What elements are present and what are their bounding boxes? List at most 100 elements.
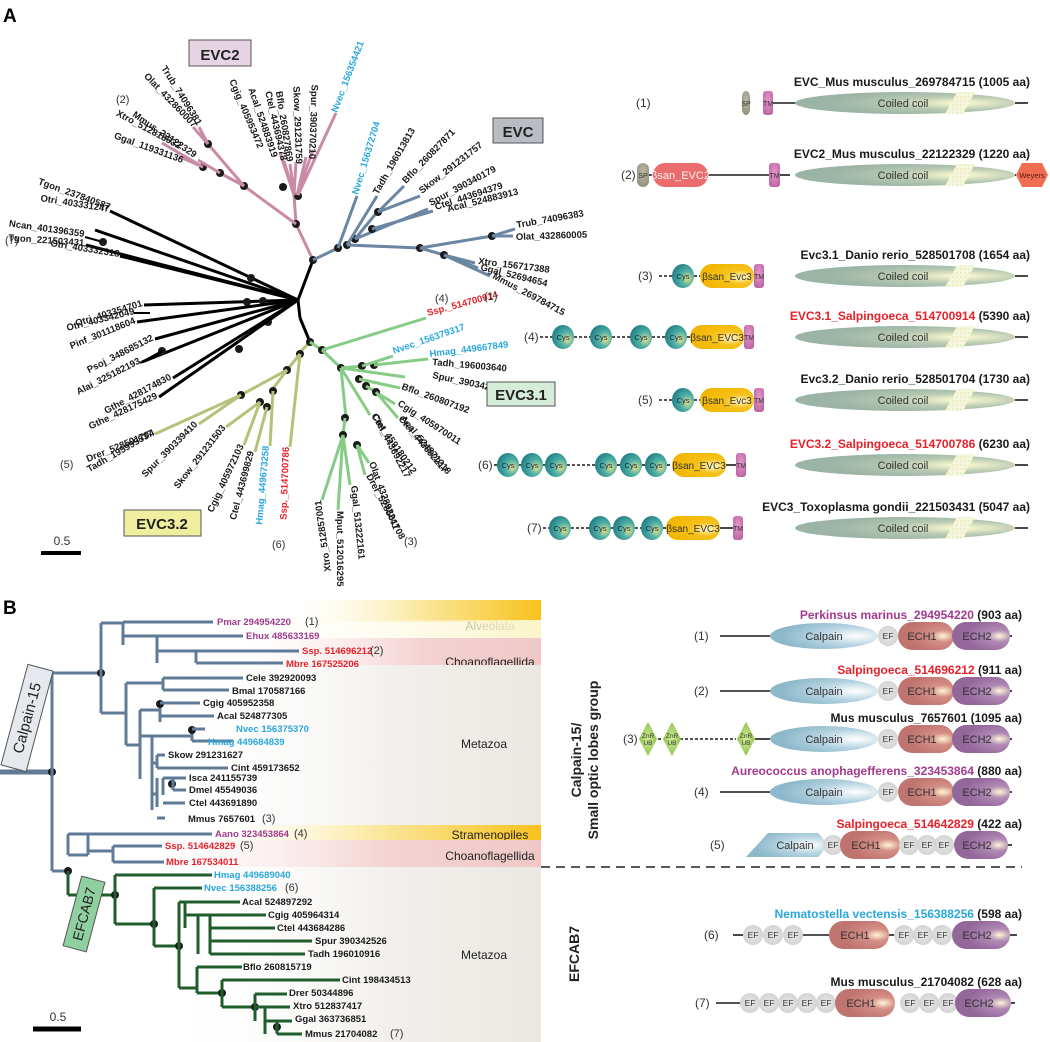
- coiled-coil-gap: [945, 517, 975, 539]
- branch: [253, 406, 269, 453]
- domain-label: TM: [754, 398, 764, 405]
- taxon-label: Ctel 443684286: [277, 923, 345, 934]
- reference-number: (4): [694, 785, 709, 799]
- ef-hand-domain: [899, 835, 919, 855]
- ef-hand-domain: [934, 835, 954, 855]
- branch: [355, 444, 367, 476]
- protein-title: EVC_Mus musculus_269784715 (1005 aa): [794, 75, 1030, 89]
- domain-label: Cys: [650, 461, 663, 470]
- cys-domain: [595, 453, 617, 477]
- beta-sandwich-evc3-domain: [672, 453, 726, 477]
- cys-domain: [665, 325, 687, 349]
- clade-box-evc: EVC: [492, 117, 544, 144]
- taxon-label: Ssp. 514642829: [165, 841, 235, 852]
- branch: [312, 246, 339, 262]
- clade-label-evc2: EVC2: [200, 47, 239, 64]
- domain-architecture-row: EVC3.1_Salpingoeca_514700914 (5390 aa)(4…: [524, 309, 1030, 349]
- coiled-coil-gap: [945, 92, 975, 114]
- branch: [139, 350, 163, 364]
- ech1-domain: [898, 677, 954, 705]
- protein-title: Evc3.1_Danio rerio_528501708 (1654 aa): [801, 248, 1031, 262]
- ech2-domain: [955, 989, 1011, 1017]
- branch: [358, 377, 401, 390]
- taxon-label: Ehux 485633169: [246, 631, 319, 642]
- domain-architecture-row: Perkinsus marinus_294954220 (903 aa)(1)C…: [694, 608, 1022, 650]
- ef-hand-domain: [878, 782, 898, 802]
- taxon-band-stramenopiles: [210, 825, 541, 840]
- branch: [346, 243, 421, 250]
- domain-label: TM: [754, 274, 764, 281]
- znr-ub-domain: [663, 722, 681, 756]
- domain-label: ZnR: [642, 733, 655, 740]
- support-node: [247, 274, 255, 282]
- domain-label: Calpain: [805, 686, 842, 698]
- clade-label-evc32: EVC3.2: [136, 516, 188, 533]
- branch: [270, 369, 289, 391]
- branch: [339, 367, 348, 419]
- clade-tag-calpain15: Calpain-15: [0, 663, 54, 773]
- branch: [158, 298, 299, 399]
- group-label-efcab7: EFCAB7: [566, 926, 582, 982]
- branch: [339, 367, 372, 416]
- taxon-band-label: Metazoa: [461, 948, 507, 962]
- reference-number: (7): [527, 521, 542, 535]
- domain-label: Cys: [670, 333, 683, 342]
- reference-number: (2): [621, 168, 636, 182]
- taxon-label: Ssp. 514696212: [302, 646, 372, 657]
- taxon-band-alveolata: [295, 600, 541, 622]
- domain-architecture-row: Salpingoeca_514696212 (911 aa)(2)Calpain…: [694, 663, 1022, 705]
- domain-label: EF: [883, 734, 894, 744]
- cys-domain: [620, 453, 642, 477]
- domain-label: βsan_Evc3: [702, 396, 752, 407]
- branch: [240, 368, 288, 397]
- ech2-domain: [952, 725, 1010, 753]
- coiled-coil-gap: [945, 389, 975, 411]
- ef-hand-domain: [878, 729, 898, 749]
- domain-label: ZnR: [740, 733, 753, 740]
- domain-label: ECH2: [964, 998, 993, 1010]
- taxon-band-label: Choanoflagellida: [445, 849, 535, 863]
- taxon-label: Ggal_513222161: [348, 485, 367, 560]
- ef-hand-domain: [900, 993, 920, 1013]
- domain-label: Calpain: [805, 631, 842, 643]
- taxon-band-haptophyceae: [245, 620, 541, 638]
- group-label-calpain15: Calpain-15/ Small optic lobes group: [568, 681, 601, 840]
- taxon-label: Aano 323453864: [215, 829, 290, 840]
- reference-number: (3): [262, 813, 275, 825]
- domain-label: EF: [883, 686, 894, 696]
- taxon-label: Nvec 156375370: [236, 724, 309, 735]
- protein-name: Nematostella vectensis_156388256: [774, 907, 974, 921]
- protein-title: Perkinsus marinus_294954220 (903 aa): [800, 608, 1022, 622]
- taxon-band-label: Stramenopiles: [452, 828, 529, 842]
- domain-label: βsan_EVC3: [666, 524, 720, 535]
- reference-number: (6): [704, 928, 719, 942]
- branch: [225, 400, 261, 429]
- domain-label: Cys: [677, 272, 690, 281]
- ef-hand-domain: [878, 681, 898, 701]
- clade-box-evc32: EVC3.2: [123, 509, 202, 537]
- clade-box-evc2: EVC2: [188, 39, 252, 67]
- protein-title: Evc3.2_Danio rerio_528501704 (1730 aa): [801, 372, 1031, 386]
- ef-hand-domain: [917, 835, 937, 855]
- branch: [94, 228, 299, 302]
- ech1-domain: [898, 725, 954, 753]
- taxon-label: Cgig 405964314: [268, 910, 340, 921]
- branch: [154, 393, 242, 436]
- domain-label: Coiled coil: [878, 395, 929, 407]
- branch: [443, 253, 491, 278]
- taxon-label: Ctel 443691890: [189, 798, 257, 809]
- branch: [292, 194, 298, 225]
- domain-label: ECH1: [851, 840, 880, 852]
- taxon-label: Xtro 512837417: [293, 1001, 362, 1012]
- scale-bar-b-label: 0.5: [50, 1010, 67, 1024]
- domain-label: EF: [905, 998, 916, 1008]
- ech1-domain: [840, 831, 900, 859]
- domain-label: EF: [883, 631, 894, 641]
- clade-label-evc: EVC: [503, 124, 534, 141]
- domain-label: EF: [939, 840, 950, 850]
- calpain-domain: [770, 726, 878, 752]
- calpain-domain-truncated: [746, 833, 825, 857]
- domain-label: Cys: [618, 524, 631, 533]
- taxon-label: Olat_432892241: [366, 460, 401, 531]
